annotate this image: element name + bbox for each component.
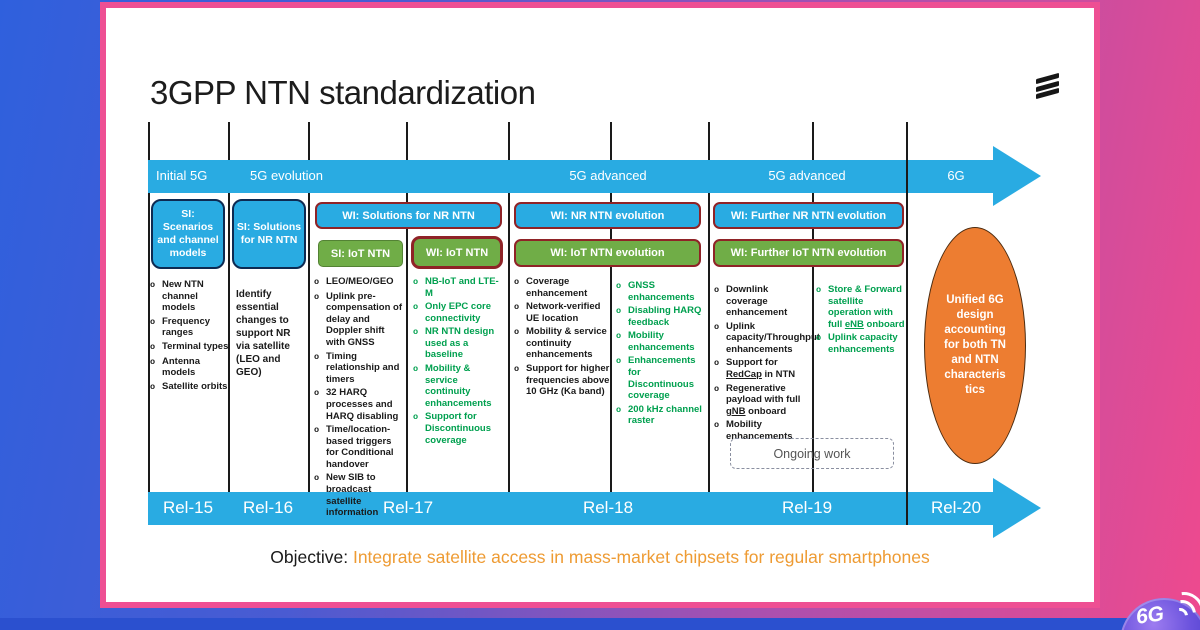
grid-line xyxy=(228,122,230,160)
rel19-wi-nr-header: WI: Further NR NTN evolution xyxy=(713,202,904,229)
top-timeline-arrow xyxy=(148,160,993,193)
slide-title: 3GPP NTN standardization xyxy=(150,74,536,111)
rel18-wi-iot-header: WI: IoT NTN evolution xyxy=(514,239,701,267)
rel17-wi-nr-header: WI: Solutions for NR NTN xyxy=(315,202,502,229)
rel15-si-box: SI: Scenarios and channel models xyxy=(151,199,225,269)
grid-line xyxy=(812,122,814,160)
rel19-wi-iot-header: WI: Further IoT NTN evolution xyxy=(713,239,904,267)
grid-line xyxy=(906,122,908,525)
rel18-wi-nr-header: WI: NR NTN evolution xyxy=(514,202,701,229)
release-label-rel18: Rel-18 xyxy=(582,498,634,517)
grid-line xyxy=(610,193,612,492)
6g-badge-logo: 6G xyxy=(1120,583,1200,630)
bottom-blue-strip xyxy=(0,618,1200,630)
grid-line xyxy=(406,122,408,160)
grid-line xyxy=(228,193,230,492)
release-label-rel20: Rel-20 xyxy=(930,498,982,517)
era-label-5g-evolution: 5G evolution xyxy=(250,168,323,183)
grid-line xyxy=(308,193,310,492)
grid-line xyxy=(508,122,510,160)
objective-label: Objective: xyxy=(270,547,353,567)
grid-line xyxy=(308,122,310,160)
rel20-6g-ellipse: Unified 6G design accounting for both TN… xyxy=(924,227,1026,464)
release-label-rel17: Rel-17 xyxy=(382,498,434,517)
era-label-6g: 6G xyxy=(947,168,965,183)
rel17-wi-iot-box: WI: IoT NTN xyxy=(411,236,503,269)
bottom-timeline-arrowhead xyxy=(993,478,1041,538)
objective-text: Integrate satellite access in mass-marke… xyxy=(352,547,930,567)
6g-badge-label: 6G xyxy=(1134,602,1166,629)
rel16-si-box: SI: Solutions for NR NTN xyxy=(232,199,306,269)
era-label-5g-advanced-2: 5G advanced xyxy=(768,168,846,183)
rel17-si-iot-box: SI: IoT NTN xyxy=(318,240,403,267)
grid-line xyxy=(508,193,510,492)
rel16-note: Identify essential changes to support NR… xyxy=(236,289,291,378)
grid-line xyxy=(148,122,150,160)
ongoing-work-box: Ongoing work xyxy=(730,438,894,469)
ericsson-logo-icon xyxy=(1036,72,1059,99)
grid-line xyxy=(812,193,814,492)
top-timeline-arrowhead xyxy=(993,146,1041,206)
bottom-timeline-arrow xyxy=(148,492,993,525)
release-label-rel15: Rel-15 xyxy=(162,498,214,517)
release-label-rel16: Rel-16 xyxy=(242,498,294,517)
grid-line xyxy=(610,122,612,160)
grid-line xyxy=(708,122,710,160)
grid-line xyxy=(148,193,150,492)
release-label-rel19: Rel-19 xyxy=(781,498,833,517)
grid-line xyxy=(708,193,710,492)
grid-line xyxy=(406,193,408,492)
era-label-initial-5g: Initial 5G xyxy=(156,168,208,183)
era-label-5g-advanced-1: 5G advanced xyxy=(569,168,647,183)
rel20-6g-ellipse-text: Unified 6G design accounting for both TN… xyxy=(944,294,1006,396)
objective-line: Objective: Integrate satellite access in… xyxy=(100,547,1100,568)
